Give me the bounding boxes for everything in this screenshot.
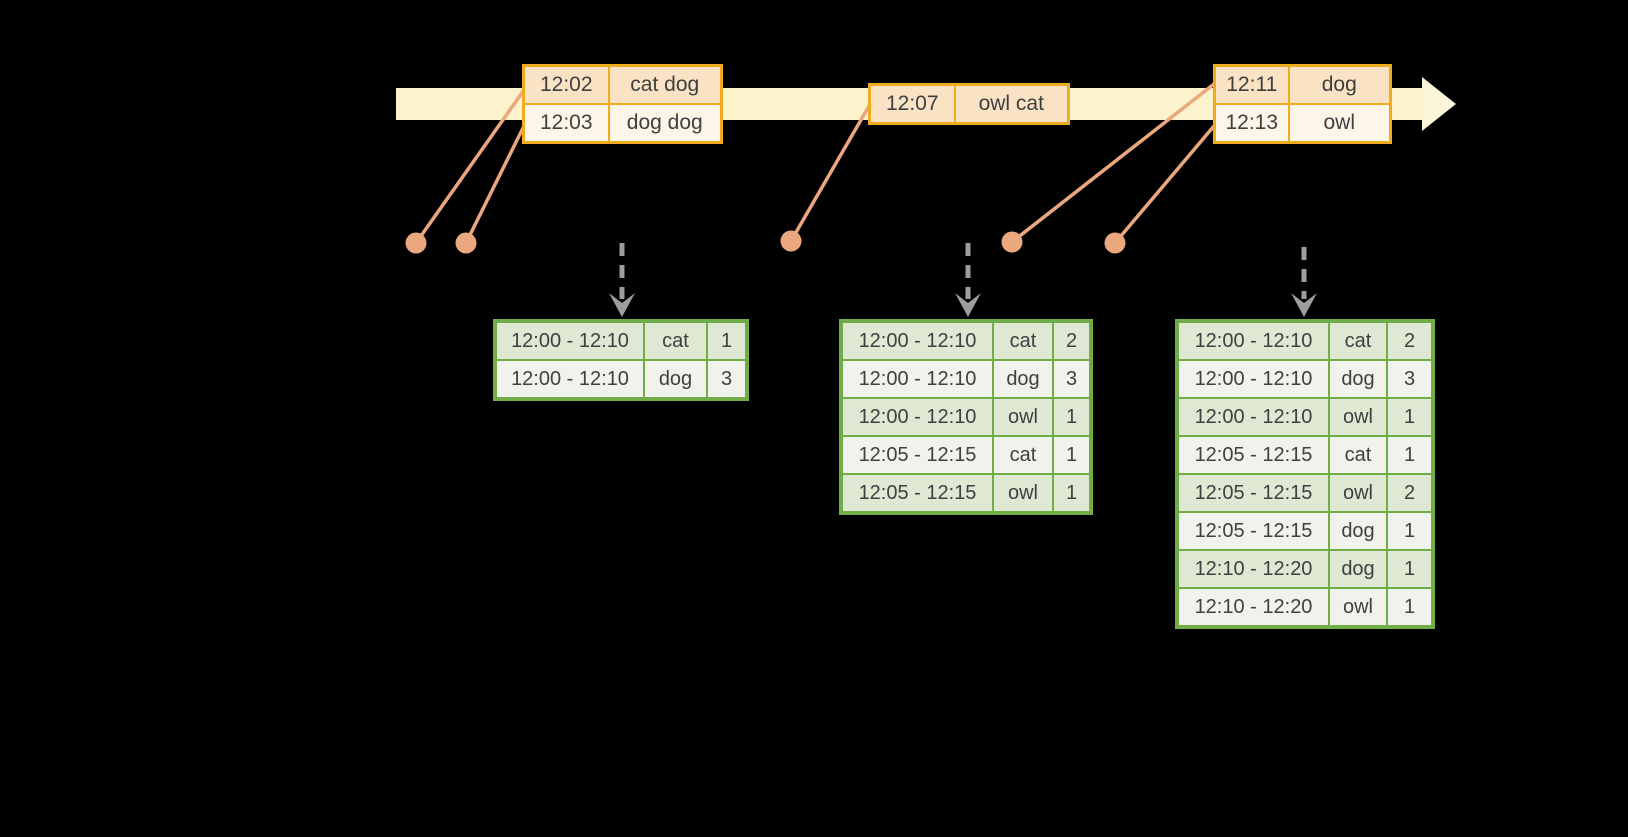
count-cell: 1 bbox=[1386, 435, 1434, 475]
count-cell: 2 bbox=[1386, 473, 1434, 513]
window-cell: 12:00 - 12:10 bbox=[840, 397, 994, 437]
timeline-arrow-head-icon bbox=[1422, 77, 1456, 131]
count-cell: 1 bbox=[1386, 549, 1434, 589]
word-cell: cat bbox=[1328, 320, 1388, 361]
event-dot bbox=[780, 230, 802, 252]
event-dot bbox=[455, 232, 477, 254]
result-row: 12:00 - 12:10 owl 1 bbox=[1176, 397, 1434, 437]
event-connector-line bbox=[414, 88, 526, 245]
count-cell: 3 bbox=[1386, 359, 1434, 399]
result-row: 12:05 - 12:15 owl 1 bbox=[840, 473, 1092, 514]
count-cell: 2 bbox=[1052, 320, 1092, 361]
result-row: 12:00 - 12:10 owl 1 bbox=[840, 397, 1092, 437]
trigger-arrow-head-icon bbox=[1291, 293, 1317, 317]
word-cell: dog bbox=[1328, 549, 1388, 589]
result-row: 12:00 - 12:10 dog 3 bbox=[494, 359, 748, 400]
event-row: 12:07 owl cat bbox=[868, 83, 1070, 125]
window-cell: 12:05 - 12:15 bbox=[1176, 473, 1330, 513]
event-row: 12:03 dog dog bbox=[522, 103, 723, 144]
result-row: 12:10 - 12:20 owl 1 bbox=[1176, 587, 1434, 628]
window-cell: 12:10 - 12:20 bbox=[1176, 587, 1330, 628]
window-cell: 12:05 - 12:15 bbox=[840, 435, 994, 475]
trigger-arrows bbox=[619, 243, 1307, 299]
event-dot bbox=[1104, 232, 1126, 254]
result-table-2: 12:00 - 12:10 cat 2 12:00 - 12:10 dog 3 … bbox=[839, 319, 1093, 515]
window-cell: 12:00 - 12:10 bbox=[1176, 397, 1330, 437]
result-row: 12:05 - 12:15 owl 2 bbox=[1176, 473, 1434, 513]
result-row: 12:05 - 12:15 cat 1 bbox=[840, 435, 1092, 475]
word-cell: owl bbox=[992, 397, 1054, 437]
event-time-cell: 12:11 bbox=[1213, 64, 1290, 105]
result-row: 12:00 - 12:10 cat 1 bbox=[494, 320, 748, 361]
event-table-3: 12:11 dog 12:13 owl bbox=[1213, 64, 1392, 144]
window-cell: 12:10 - 12:20 bbox=[1176, 549, 1330, 589]
word-cell: cat bbox=[992, 320, 1054, 361]
event-connector-line bbox=[1010, 82, 1216, 244]
event-time-cell: 12:03 bbox=[522, 103, 610, 144]
count-cell: 3 bbox=[706, 359, 748, 400]
word-cell: owl bbox=[992, 473, 1054, 514]
result-table-1: 12:00 - 12:10 cat 1 12:00 - 12:10 dog 3 bbox=[493, 319, 749, 401]
word-cell: cat bbox=[643, 320, 708, 361]
event-connectors bbox=[414, 82, 1216, 245]
result-row: 12:00 - 12:10 dog 3 bbox=[1176, 359, 1434, 399]
event-table-2: 12:07 owl cat bbox=[868, 83, 1070, 125]
result-row: 12:10 - 12:20 dog 1 bbox=[1176, 549, 1434, 589]
event-connector-line bbox=[1113, 124, 1216, 245]
count-cell: 1 bbox=[1386, 587, 1434, 628]
result-row: 12:05 - 12:15 dog 1 bbox=[1176, 511, 1434, 551]
event-table-1: 12:02 cat dog 12:03 dog dog bbox=[522, 64, 723, 144]
window-cell: 12:05 - 12:15 bbox=[840, 473, 994, 514]
word-cell: dog bbox=[1328, 359, 1388, 399]
window-cell: 12:00 - 12:10 bbox=[494, 320, 645, 361]
event-row: 12:02 cat dog bbox=[522, 64, 723, 105]
trigger-arrow-head-icon bbox=[955, 293, 981, 317]
event-words-cell: cat dog bbox=[607, 64, 723, 105]
word-cell: cat bbox=[1328, 435, 1388, 475]
window-cell: 12:00 - 12:10 bbox=[1176, 359, 1330, 399]
event-connector-line bbox=[464, 125, 526, 244]
result-row: 12:00 - 12:10 dog 3 bbox=[840, 359, 1092, 399]
word-cell: dog bbox=[643, 359, 708, 400]
event-time-cell: 12:07 bbox=[868, 83, 956, 125]
event-time-cell: 12:13 bbox=[1213, 103, 1290, 144]
event-dot bbox=[405, 232, 427, 254]
event-row: 12:11 dog bbox=[1213, 64, 1392, 105]
window-cell: 12:00 - 12:10 bbox=[1176, 320, 1330, 361]
count-cell: 2 bbox=[1386, 320, 1434, 361]
event-time-cell: 12:02 bbox=[522, 64, 610, 105]
count-cell: 1 bbox=[1386, 511, 1434, 551]
result-row: 12:00 - 12:10 cat 2 bbox=[840, 320, 1092, 361]
trigger-arrow-head-icon bbox=[609, 293, 635, 317]
word-cell: owl bbox=[1328, 473, 1388, 513]
event-row: 12:13 owl bbox=[1213, 103, 1392, 144]
count-cell: 1 bbox=[1052, 397, 1092, 437]
word-cell: cat bbox=[992, 435, 1054, 475]
count-cell: 3 bbox=[1052, 359, 1092, 399]
word-cell: dog bbox=[992, 359, 1054, 399]
event-words-cell: dog bbox=[1287, 64, 1392, 105]
event-words-cell: owl bbox=[1287, 103, 1392, 144]
count-cell: 1 bbox=[1052, 435, 1092, 475]
count-cell: 1 bbox=[1386, 397, 1434, 437]
window-cell: 12:00 - 12:10 bbox=[840, 320, 994, 361]
window-cell: 12:00 - 12:10 bbox=[494, 359, 645, 400]
count-cell: 1 bbox=[706, 320, 748, 361]
word-cell: owl bbox=[1328, 397, 1388, 437]
window-cell: 12:05 - 12:15 bbox=[1176, 435, 1330, 475]
event-connector-line bbox=[789, 105, 871, 242]
window-cell: 12:05 - 12:15 bbox=[1176, 511, 1330, 551]
event-words-cell: owl cat bbox=[953, 83, 1070, 125]
trigger-arrow-heads bbox=[609, 293, 1317, 317]
result-row: 12:00 - 12:10 cat 2 bbox=[1176, 320, 1434, 361]
result-row: 12:05 - 12:15 cat 1 bbox=[1176, 435, 1434, 475]
word-cell: dog bbox=[1328, 511, 1388, 551]
word-cell: owl bbox=[1328, 587, 1388, 628]
count-cell: 1 bbox=[1052, 473, 1092, 514]
window-cell: 12:00 - 12:10 bbox=[840, 359, 994, 399]
event-dots bbox=[405, 230, 1126, 254]
result-table-3: 12:00 - 12:10 cat 2 12:00 - 12:10 dog 3 … bbox=[1175, 319, 1435, 629]
event-dot bbox=[1001, 231, 1023, 253]
event-words-cell: dog dog bbox=[607, 103, 723, 144]
